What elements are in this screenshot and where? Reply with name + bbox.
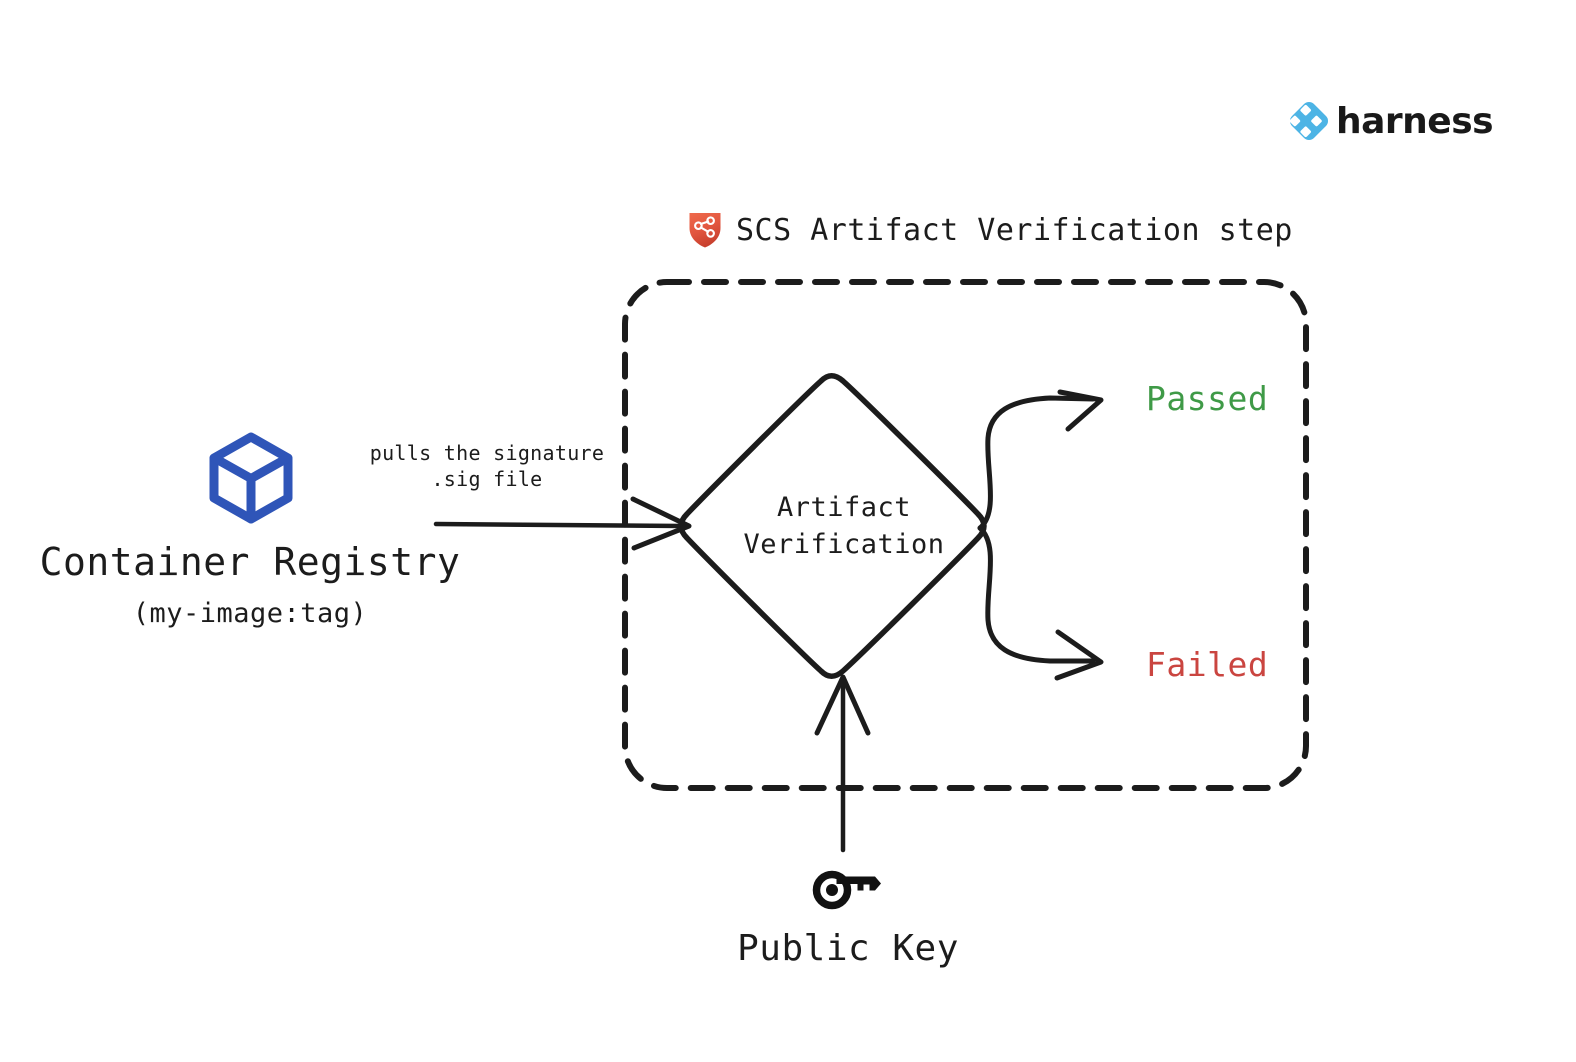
pull-annotation-line-2: .sig file [431,467,543,491]
pull-signature-arrow [433,521,685,529]
outcome-passed-label: Passed [1146,379,1269,418]
container-cube-icon [209,432,293,524]
pull-annotation-line-1: pulls the signature [369,441,605,465]
failed-branch-arrow [977,525,1096,664]
diamond-label-line-1: Artifact [776,492,912,523]
harness-diamond-logo-icon [1289,101,1329,141]
public-key-label: Public Key [737,928,959,969]
scs-shield-icon [689,213,721,248]
diamond-label-line-2: Verification [743,529,945,560]
container-registry-label: Container Registry [39,540,461,584]
passed-branch-arrowhead [1057,389,1104,432]
container-registry-tag: (my-image:tag) [132,598,368,629]
pull-signature-arrowhead [630,496,692,551]
artifact-verification-label: Artifact Verification [703,489,985,563]
passed-branch-arrow [977,395,1096,531]
outcome-failed-label: Failed [1146,645,1269,684]
step-title-group: SCS Artifact Verification step [688,211,1293,249]
harness-logo: harness [1288,100,1494,142]
step-title-text: SCS Artifact Verification step [736,212,1293,248]
key-icon [812,870,881,910]
harness-wordmark: harness [1336,101,1494,142]
public-key-arrowhead [814,674,871,736]
failed-branch-arrowhead [1054,629,1104,681]
pull-signature-annotation: pulls the signature .sig file [352,440,622,492]
